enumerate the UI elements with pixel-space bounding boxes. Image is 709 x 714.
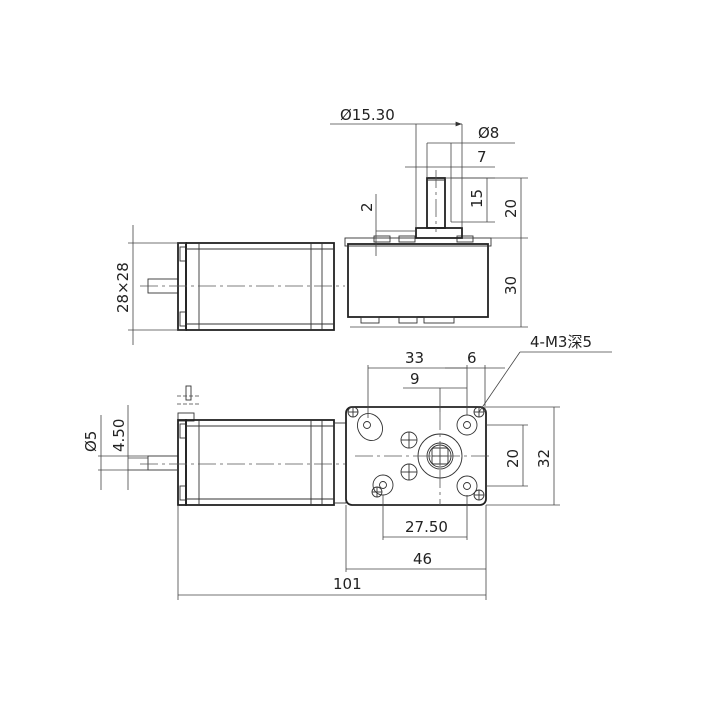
dim-gearbox-width: 32 (535, 449, 553, 468)
dim-hole-spacing-x: 33 (405, 349, 424, 367)
dim-shaft-offset: 9 (410, 370, 420, 388)
thread-note: 4-M3深5 (530, 333, 592, 351)
dim-motor-shaft-diameter: Ø5 (82, 431, 100, 452)
dim-hole-spacing-y: 20 (504, 449, 522, 468)
dim-hole-edge-offset: 6 (467, 349, 477, 367)
dim-flat-length: 15 (468, 189, 486, 208)
dim-motor-shaft-flat: 4.50 (110, 419, 128, 452)
dim-bottom-hole-spacing: 27.50 (405, 518, 448, 536)
dim-gearbox-height: 30 (502, 276, 520, 295)
dim-overall-length: 101 (333, 575, 362, 593)
dim-shaft-diameter: Ø8 (478, 124, 499, 142)
dim-motor-square: 28×28 (114, 262, 132, 313)
side-view: Ø15.30 Ø8 7 15 20 2 30 28×28 (114, 106, 528, 345)
screw-holes (347, 406, 485, 501)
front-view: 33 6 9 4-M3深5 20 32 27.50 46 (82, 333, 612, 600)
dim-boss-height: 2 (358, 202, 376, 212)
dim-shaft-length: 20 (502, 199, 520, 218)
dim-shaft-flat: 7 (477, 148, 487, 166)
dim-flange-diameter: Ø15.30 (340, 106, 395, 124)
dim-gearbox-length: 46 (413, 550, 432, 568)
